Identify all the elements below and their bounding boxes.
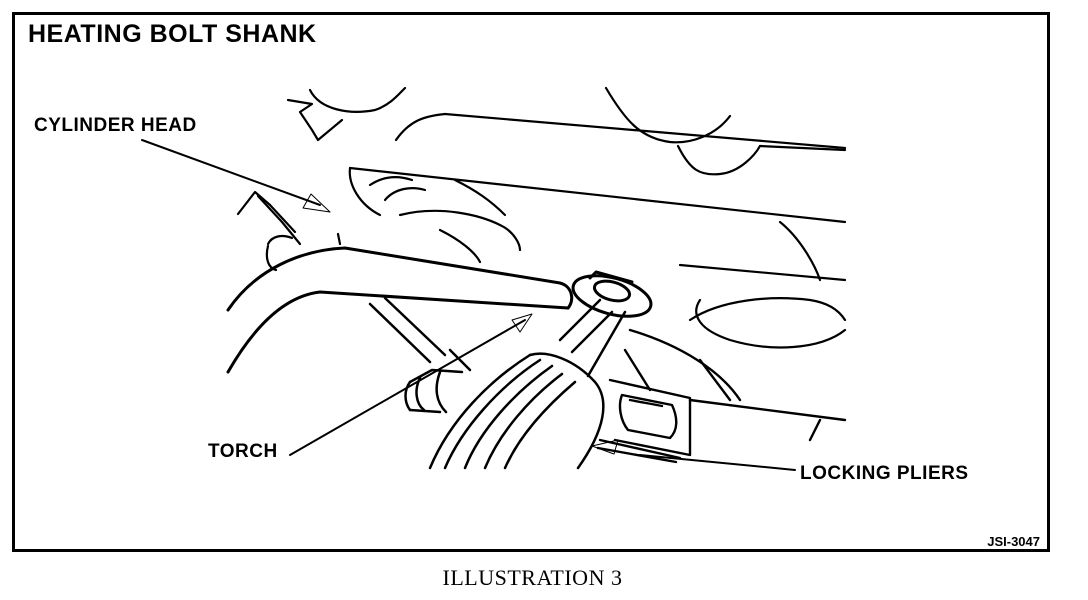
pliers-arrowhead (591, 439, 619, 455)
callout-leaders (141, 139, 796, 471)
locking-pliers-drawing (596, 328, 847, 464)
label-locking-pliers: LOCKING PLIERS (800, 463, 969, 484)
torch-drawing (368, 296, 627, 470)
figure-code: JSI-3047 (987, 534, 1040, 549)
label-torch: TORCH (208, 441, 278, 462)
torch-arrowhead (511, 313, 533, 333)
label-cylinder-head: CYLINDER HEAD (34, 115, 197, 136)
figure-caption: ILLUSTRATION 3 (442, 565, 623, 590)
bolt-shank (226, 246, 653, 374)
engine-block-outline (236, 86, 847, 349)
cylinder-head-arrowhead (302, 193, 331, 213)
figure-frame (12, 12, 1050, 552)
figure-title: HEATING BOLT SHANK (28, 20, 317, 48)
